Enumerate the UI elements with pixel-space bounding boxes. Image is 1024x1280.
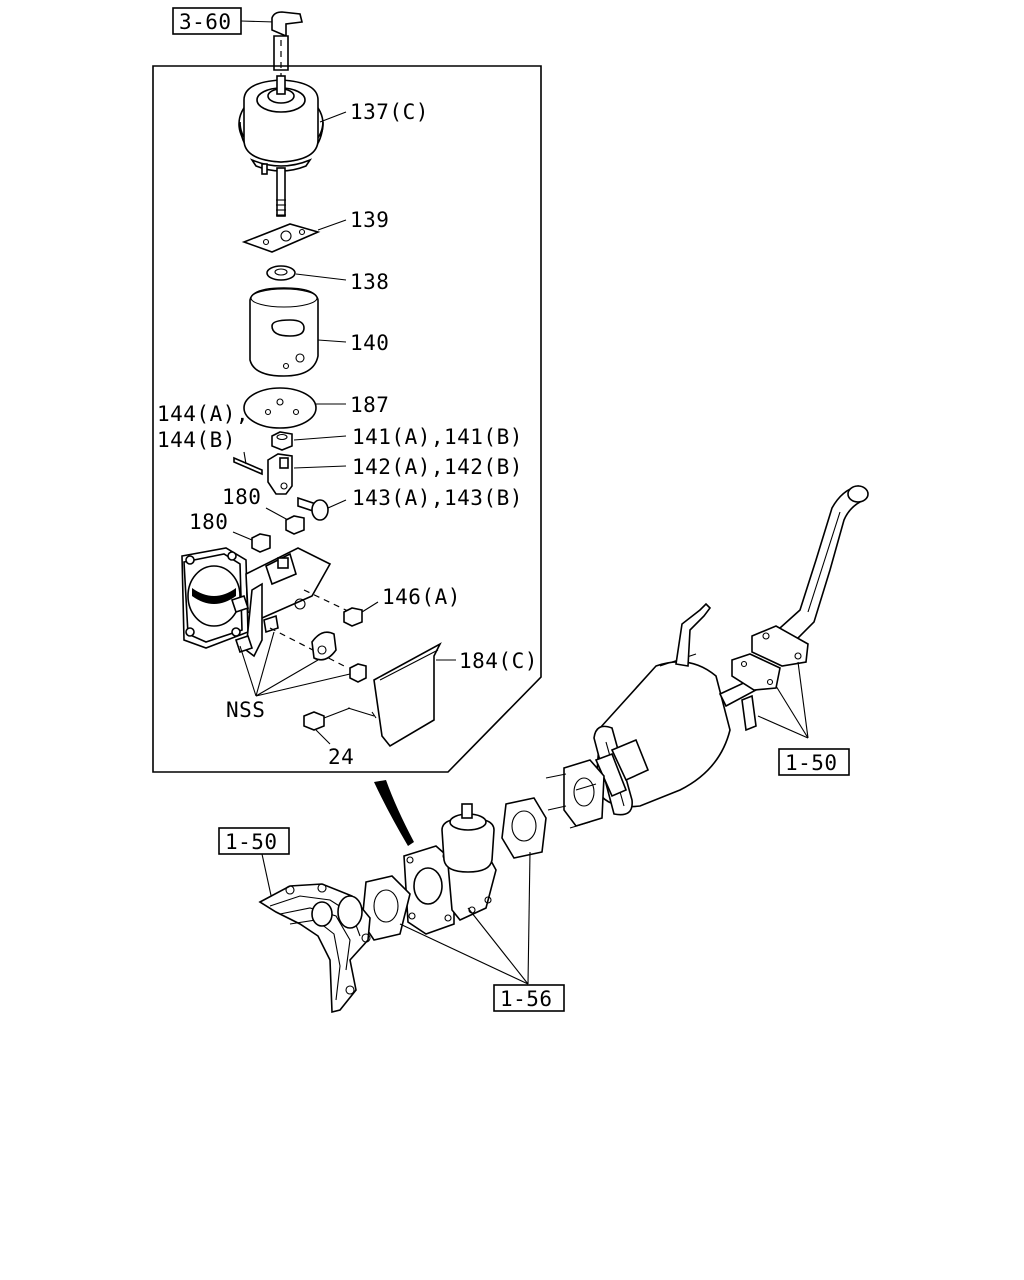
ref-1-50-left-label: 1-50 <box>225 830 278 854</box>
vacuum-hose <box>240 11 303 78</box>
bolt-24[interactable] <box>303 707 375 731</box>
label-138: 138 <box>350 270 389 294</box>
cover-140[interactable] <box>249 287 319 377</box>
nut-141[interactable] <box>271 431 293 451</box>
nut-180-lower[interactable] <box>251 533 271 553</box>
outlet-flange[interactable] <box>545 759 605 829</box>
muffler-assembly[interactable] <box>593 602 758 816</box>
exhaust-brake-valve-body[interactable] <box>181 547 332 658</box>
ref-box-1-50-right[interactable]: 1-50 <box>778 748 850 776</box>
gasket-right[interactable] <box>501 797 547 859</box>
nss-leaders <box>239 631 351 697</box>
ref-1-56-leaders <box>399 851 531 985</box>
label-142: 142(A),142(B) <box>352 455 523 479</box>
clevis-pin-143[interactable] <box>297 496 329 521</box>
label-143: 143(A),143(B) <box>352 486 523 510</box>
ref-1-50-right-leaders <box>757 661 809 739</box>
label-180-lower: 180 <box>189 510 228 534</box>
label-144b: 144(B) <box>157 428 236 452</box>
reference-box-1-50-left-group[interactable]: 1-50 <box>218 827 290 855</box>
nut-146a[interactable] <box>343 607 363 627</box>
label-140: 140 <box>350 331 389 355</box>
exhaust-manifold[interactable] <box>258 883 371 1014</box>
gasket-plate-139[interactable] <box>241 223 321 253</box>
nut-180-upper[interactable] <box>285 515 305 535</box>
lever-arm[interactable] <box>311 631 337 661</box>
heat-shield-184c[interactable] <box>371 642 442 748</box>
ref-1-56-label: 1-56 <box>500 987 553 1011</box>
label-180-upper: 180 <box>222 485 261 509</box>
label-146a: 146(A) <box>382 585 461 609</box>
label-184c: 184(C) <box>459 649 538 673</box>
pipe-gasket[interactable] <box>731 653 781 691</box>
ref-1-50-right-label: 1-50 <box>785 751 838 775</box>
label-141: 141(A),141(B) <box>352 425 523 449</box>
tail-pipe[interactable] <box>758 485 869 655</box>
detail-frame <box>152 65 542 773</box>
label-137c: 137(C) <box>350 100 429 124</box>
label-nss: NSS <box>226 698 265 722</box>
pipe-flange[interactable] <box>751 625 809 667</box>
label-24: 24 <box>328 745 354 769</box>
vacuum-actuator-137[interactable] <box>238 75 324 217</box>
plate-187[interactable] <box>243 387 317 429</box>
nut-nss-right[interactable] <box>349 663 367 683</box>
ref-3-60-label: 3-60 <box>179 10 232 34</box>
ref-box-1-56[interactable]: 1-56 <box>493 984 565 1012</box>
label-144a: 144(A), <box>157 402 249 426</box>
label-139: 139 <box>350 208 389 232</box>
clevis-142[interactable] <box>267 453 293 495</box>
washer-138[interactable] <box>266 265 296 281</box>
ref-box-3-60[interactable]: 3-60 <box>172 7 242 35</box>
label-187: 187 <box>350 393 389 417</box>
callout-arrow <box>374 780 414 846</box>
installed-brake-assembly[interactable] <box>403 803 497 935</box>
cotter-pin-144[interactable] <box>233 451 263 476</box>
